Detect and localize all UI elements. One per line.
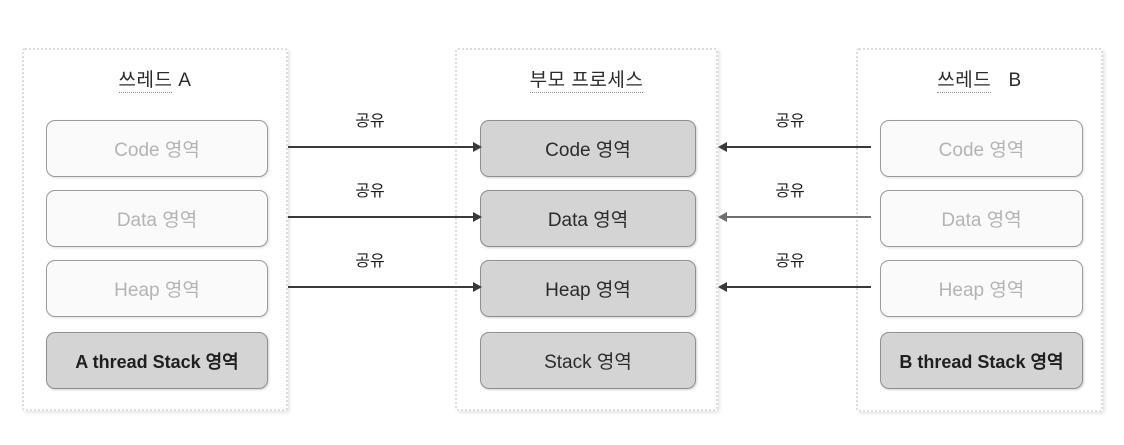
- segment-thread-b-stack: B thread Stack 영역: [880, 332, 1083, 389]
- segment-parent-data: Data 영역: [480, 190, 696, 247]
- segment-thread-a-stack: A thread Stack 영역: [46, 332, 268, 389]
- segment-thread-b-code: Code 영역: [880, 120, 1083, 177]
- arrow-line-b-heap: [727, 286, 871, 288]
- panel-parent-process-title: 부모 프로세스: [457, 65, 716, 93]
- arrow-head-a-heap: [473, 282, 482, 292]
- arrow-line-a-data: [288, 216, 474, 218]
- arrow-line-a-code: [288, 146, 474, 148]
- segment-parent-heap: Heap 영역: [480, 260, 696, 317]
- panel-thread-b: 쓰레드 B Code 영역 Data 영역 Heap 영역 B thread S…: [856, 48, 1103, 412]
- segment-thread-a-data: Data 영역: [46, 190, 268, 247]
- panel-thread-a-title: 쓰레드 A: [24, 65, 286, 93]
- arrow-head-b-code: [718, 142, 727, 152]
- panel-thread-a-title-main: 쓰레드: [118, 70, 173, 93]
- panel-parent-process-title-main: 부모 프로세스: [529, 70, 644, 93]
- segment-parent-stack: Stack 영역: [480, 332, 696, 389]
- arrow-head-a-code: [473, 142, 482, 152]
- segment-parent-code: Code 영역: [480, 120, 696, 177]
- panel-thread-b-title: 쓰레드 B: [858, 65, 1101, 93]
- arrow-label-share-b-heap: 공유: [775, 253, 805, 270]
- arrow-label-share-a-data: 공유: [355, 183, 385, 200]
- arrow-line-b-code: [727, 146, 871, 148]
- panel-thread-b-title-main: 쓰레드: [937, 70, 992, 93]
- segment-thread-b-data: Data 영역: [880, 190, 1083, 247]
- arrow-head-a-data: [473, 212, 482, 222]
- arrow-head-b-data: [718, 212, 727, 222]
- panel-thread-a: 쓰레드 A Code 영역 Data 영역 Heap 영역 A thread S…: [22, 48, 288, 411]
- segment-thread-b-heap: Heap 영역: [880, 260, 1083, 317]
- segment-thread-a-code: Code 영역: [46, 120, 268, 177]
- arrow-line-b-data: [727, 216, 871, 218]
- arrow-label-share-b-code: 공유: [775, 113, 805, 130]
- arrow-head-b-heap: [718, 282, 727, 292]
- panel-thread-a-title-suffix: A: [178, 70, 192, 91]
- arrow-label-share-a-code: 공유: [355, 113, 385, 130]
- arrow-label-share-b-data: 공유: [775, 183, 805, 200]
- panel-parent-process: 부모 프로세스 Code 영역 Data 영역 Heap 영역 Stack 영역: [455, 48, 718, 411]
- arrow-line-a-heap: [288, 286, 474, 288]
- arrow-label-share-a-heap: 공유: [355, 253, 385, 270]
- panel-thread-b-title-suffix: B: [1008, 70, 1022, 91]
- segment-thread-a-heap: Heap 영역: [46, 260, 268, 317]
